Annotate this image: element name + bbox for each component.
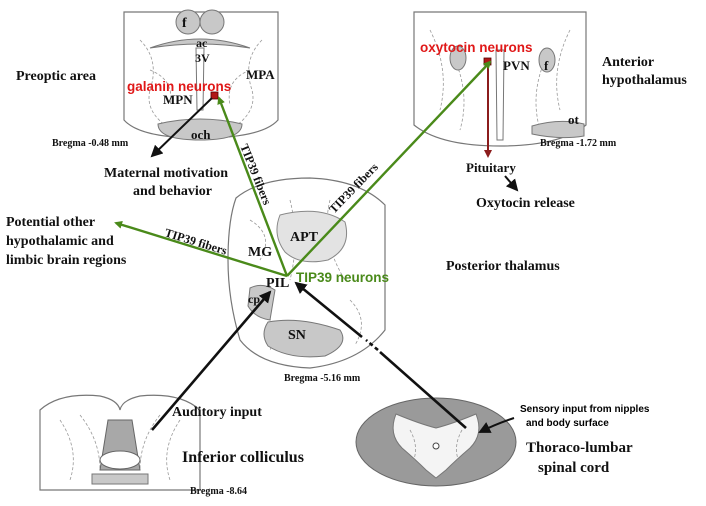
other-regions-line1: Potential other [6, 215, 95, 230]
third-ventricle-label: 3V [195, 51, 210, 65]
pituitary-release-arrow [504, 175, 519, 192]
cp-label: cp [248, 292, 260, 306]
oxytocin-release-label: Oxytocin release [476, 196, 575, 211]
sensory-input-line1: Sensory input from nipples [520, 404, 650, 415]
other-regions-line3: limbic brain regions [6, 253, 127, 268]
preoptic-area-label: Preoptic area [16, 69, 96, 84]
oxytocin-neurons-label: oxytocin neurons [420, 40, 533, 55]
bregma-posterior: Bregma -5.16 mm [284, 373, 361, 384]
outcomes: Maternal motivation and behavior Potenti… [6, 97, 228, 268]
auditory-input-arrow [151, 290, 272, 431]
galanin-neuron-marker [210, 91, 219, 100]
spinal-arrow-upper [294, 281, 363, 339]
bregma-preoptic: Bregma -0.48 mm [52, 138, 129, 149]
inferior-colliculus-label: Inferior colliculus [182, 449, 304, 466]
mpn-label: MPN [163, 92, 193, 107]
fiber-label-other: TIP39 fibers [163, 225, 229, 257]
galanin-neurons-label: galanin neurons [127, 79, 231, 94]
anterior-fornix-label: f [544, 58, 549, 73]
fiber-to-anterior [286, 60, 492, 277]
other-regions-line2: hypothalamic and [6, 234, 114, 249]
maternal-line1: Maternal motivation [104, 166, 228, 181]
sensory-input-line2: and body surface [526, 418, 609, 429]
apt-label: APT [290, 230, 319, 245]
sn-label: SN [288, 328, 306, 343]
spinal-cord-section: Sensory input from nipples and body surf… [294, 281, 650, 487]
anterior-commissure-label: ac [196, 36, 208, 50]
spinal-arrow-dash [365, 339, 379, 351]
anterior-hypothalamus-section: PVN f ot oxytocin neurons Anterior hypot… [413, 11, 687, 211]
pvn-label: PVN [503, 58, 530, 73]
fornix-label: f [182, 16, 187, 31]
spinal-arrow-lower [379, 351, 467, 429]
anterior-label-line1: Anterior [602, 55, 654, 70]
pil-label: PIL [266, 276, 289, 291]
tip39-neurons-label: TIP39 neurons [296, 270, 389, 285]
spinal-label-line1: Thoraco-lumbar [526, 440, 633, 456]
bregma-anterior: Bregma -1.72 mm [540, 138, 617, 149]
fiber-to-other-regions [114, 220, 288, 278]
sensory-input-arrow [478, 417, 515, 433]
optic-tract-label: ot [568, 112, 580, 127]
mpa-label: MPA [246, 67, 275, 82]
anterior-label-line2: hypothalamus [602, 73, 687, 88]
posterior-thalamus-label: Posterior thalamus [446, 259, 560, 274]
optic-chiasm-label: och [191, 127, 211, 142]
galanin-to-behavior-arrow [150, 97, 213, 158]
maternal-line2: and behavior [133, 184, 212, 199]
mg-label: MG [248, 245, 272, 260]
inferior-colliculus-section: Auditory input Inferior colliculus Bregm… [39, 290, 304, 497]
fiber-to-preoptic [217, 96, 289, 277]
preoptic-section: f ac 3V MPA MPN och galanin neurons Preo… [16, 9, 279, 149]
auditory-input-label: Auditory input [172, 405, 262, 420]
bregma-colliculus: Bregma -8.64 [190, 486, 247, 497]
pituitary-label: Pituitary [466, 160, 516, 175]
spinal-label-line2: spinal cord [538, 460, 610, 476]
